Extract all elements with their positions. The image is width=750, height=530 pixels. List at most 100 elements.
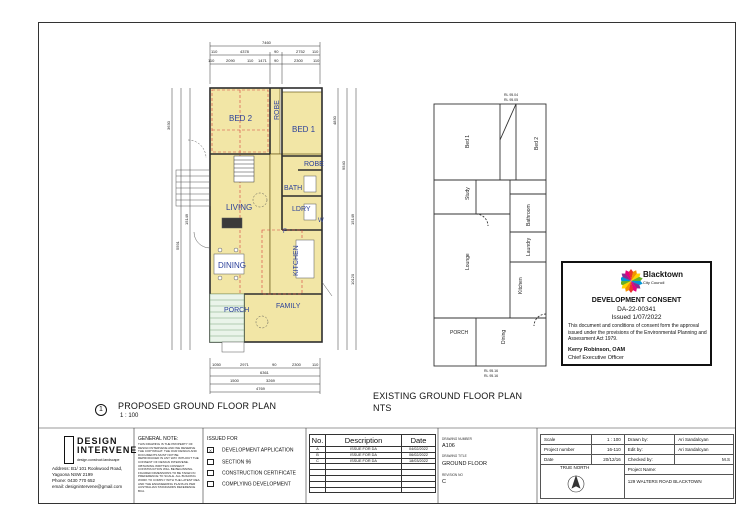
existing-plan-title: EXISTING GROUND FLOOR PLAN xyxy=(373,391,523,401)
dim-top-r3-0: 110 xyxy=(208,58,215,63)
issued-for-checkbox[interactable] xyxy=(207,481,214,487)
edit-by-value: Ari Sandalcyan xyxy=(674,444,734,455)
revision-col-no: No. xyxy=(309,434,326,447)
scale-label: Scale xyxy=(540,434,592,445)
dim-right-0: 4830 xyxy=(332,115,337,125)
dim-bot-r2: 6361 xyxy=(260,370,270,375)
existing-level-bot-1: RL 95.16 xyxy=(484,374,498,378)
existing-room-study: Study xyxy=(465,187,471,200)
room-bed2: BED 2 xyxy=(229,114,253,123)
dim-top-r3-1: 2090 xyxy=(226,58,236,63)
existing-level-top-0: RL 95.04 xyxy=(504,93,518,97)
revision-no xyxy=(309,486,326,494)
dim-top-r2-2: 90 xyxy=(274,49,279,54)
issued-for-checkbox[interactable]: X xyxy=(207,447,214,453)
revision-no-label: REVISION NO xyxy=(442,473,463,477)
project-details-table: Scale 1 : 100 Drawn by: Ari Sandalcyan P… xyxy=(540,434,735,499)
revision-col-date: Date xyxy=(401,434,436,447)
logo-petal xyxy=(621,276,631,282)
logo-petal xyxy=(625,270,631,281)
logo-petal xyxy=(621,281,631,289)
dim-right-3: 10120 xyxy=(350,273,355,285)
dim-bot-r1-4: 110 xyxy=(312,362,319,367)
logo-petal xyxy=(628,269,634,281)
checked-by-label: Checked by: xyxy=(623,454,676,465)
existing-plan-subtitle: NTS xyxy=(373,403,392,413)
dim-bot-r1-0: 1050 xyxy=(212,362,222,367)
room-f: F xyxy=(283,229,287,235)
blacktown-logo xyxy=(621,269,643,293)
company-address: Address: B1/ 101 Rookwood Road, Yagoona … xyxy=(52,466,123,477)
issued-for-checkbox[interactable] xyxy=(207,470,214,476)
project-row: Date 20/12/16 Checked by: M.S xyxy=(540,454,734,465)
room-robe1: ROBE xyxy=(274,100,281,120)
proposed-plan-scale: 1 : 100 xyxy=(120,413,139,419)
company-name-line1: DESIGN xyxy=(77,436,118,446)
dim-bot-r3-0: 1500 xyxy=(230,378,240,383)
true-north-label: TRUE NORTH xyxy=(560,465,590,470)
room-family: FAMILY xyxy=(276,303,301,310)
dim-top-r3-6: 110 xyxy=(313,58,320,63)
consent-text: This document and conditions of consent … xyxy=(568,323,707,342)
issued-for-checkbox[interactable] xyxy=(207,459,214,465)
existing-level-bot-0: RL 95.16 xyxy=(484,369,498,373)
revision-col-description: Description xyxy=(325,434,402,447)
company-name: DESIGN INTERVENE xyxy=(77,437,137,455)
existing-room-lounge: Lounge xyxy=(465,253,471,270)
consent-role: Chief Executive Officer xyxy=(568,355,624,361)
drawing-title-label: DRAWING TITLE xyxy=(442,454,467,458)
existing-room-bed1: Bed 1 xyxy=(465,135,471,148)
dim-top-r2-4: 110 xyxy=(312,49,319,54)
revision-no: C xyxy=(442,479,446,485)
dim-top-r3-5: 2300 xyxy=(294,58,304,63)
logo-petal xyxy=(631,273,641,281)
room-kitchen: KITCHEN xyxy=(293,245,300,276)
dim-right-1: 9540 xyxy=(341,160,346,170)
existing-room-laundry: Laundry xyxy=(526,237,532,256)
company-contact: Address: B1/ 101 Rookwood Road, Yagoona … xyxy=(52,466,132,490)
project-name-label: Project Name: xyxy=(623,464,735,475)
logo-petal xyxy=(631,281,637,292)
issued-for-item: X DEVELOPMENT APPLICATION xyxy=(207,447,294,453)
date-label: Date xyxy=(540,454,592,465)
issued-for-label: CONSTRUCTION CERTIFICATE xyxy=(222,470,296,477)
consent-issued: Issued 1/07/2022 xyxy=(611,314,662,321)
edit-by-label: Edit by: xyxy=(623,444,676,455)
issued-for-label: DEVELOPMENT APPLICATION xyxy=(222,447,294,454)
consent-signatory: Kerry Robinson, OAM xyxy=(568,347,626,353)
issued-for-label: SECTION 96 xyxy=(222,459,252,466)
revision-description xyxy=(325,486,402,494)
project-number-label: Project number xyxy=(540,444,592,455)
scale-value: 1 : 100 xyxy=(590,434,625,445)
dim-top-r2-0: 110 xyxy=(211,49,218,54)
drawing-number-label: DRAWING NUMBER xyxy=(442,437,472,441)
project-row: Project number 16-110 Edit by: Ari Sanda… xyxy=(540,444,734,455)
room-bed1: BED 1 xyxy=(292,125,316,134)
existing-room-bed2: Bed 2 xyxy=(534,137,540,150)
revision-date xyxy=(401,486,436,494)
logo-petal xyxy=(631,281,641,289)
drawn-by-value: Ari Sandalcyan xyxy=(674,434,734,445)
revision-header-row: No. Description Date xyxy=(309,434,436,447)
dim-bot-r4: 4769 xyxy=(256,386,266,391)
existing-room-bathroom: Bathroom xyxy=(526,204,532,226)
logo-petal xyxy=(631,276,643,282)
logo-petal xyxy=(621,273,631,281)
company-email: email: designintervene@gmail.com xyxy=(52,484,123,489)
drawn-by-label: Drawn by: xyxy=(623,434,676,445)
existing-level-top-1: RL 95.05 xyxy=(504,98,518,102)
company-phone: Phone: 0430 770 652 xyxy=(52,478,96,483)
logo-petal xyxy=(631,280,643,286)
date-value: 20/12/16 xyxy=(590,454,625,465)
proposed-floor-plan: BED 2 BED 1 ROBE BATH LIVING LDRY DINING… xyxy=(166,40,357,394)
company-name-line2: INTERVENE xyxy=(77,445,138,455)
development-consent-stamp: Blacktown City Council DEVELOPMENT CONSE… xyxy=(561,261,712,366)
existing-room-dining: Dining xyxy=(501,330,507,344)
drawing-number: A106 xyxy=(442,443,455,449)
project-number-value: 16-110 xyxy=(590,444,625,455)
drawing-title: GROUND FLOOR xyxy=(442,461,487,467)
issued-for-item: SECTION 96 xyxy=(207,459,251,465)
project-row: 129 WALTERS ROAD BLACKTOWN xyxy=(540,474,735,499)
